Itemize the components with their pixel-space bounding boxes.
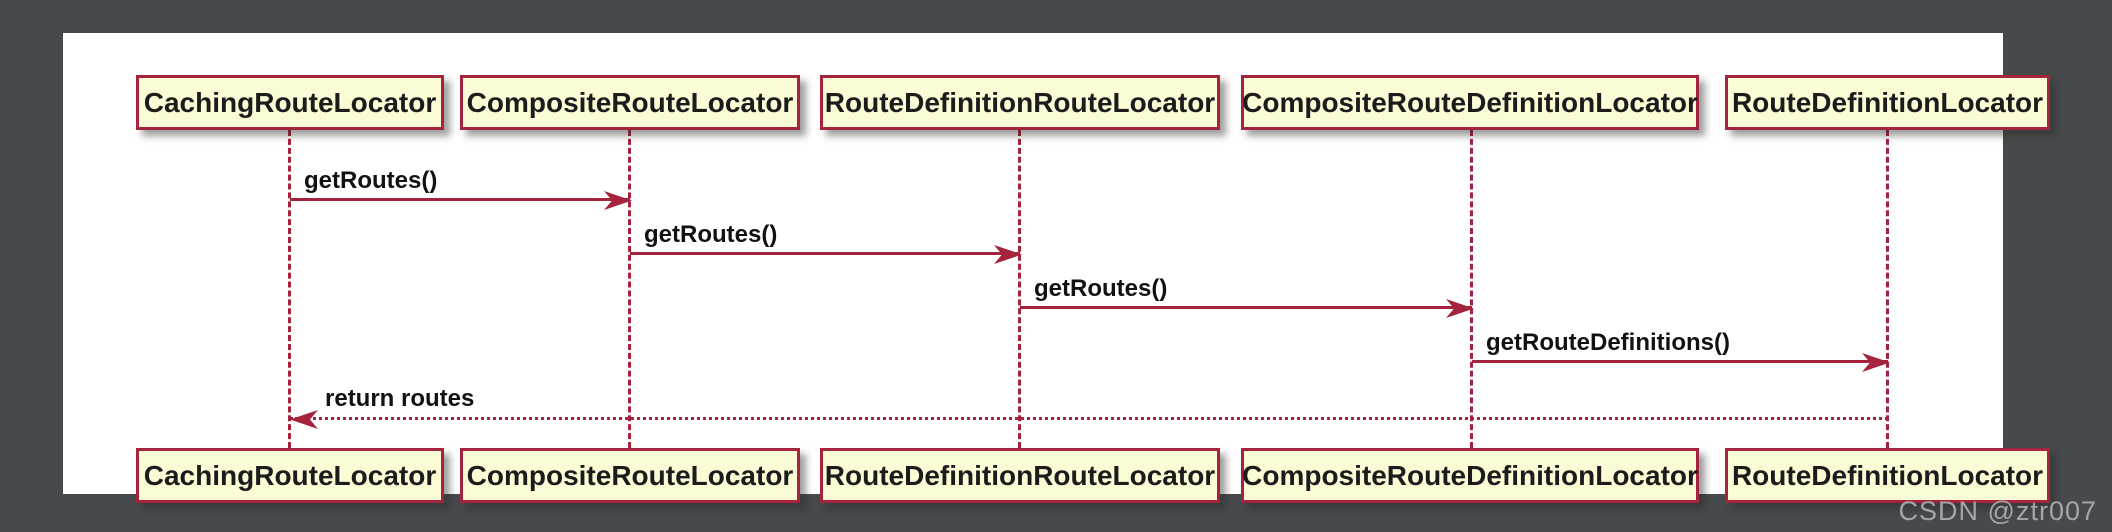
- lifeline-compositeroutedefinitionlocator: [1470, 130, 1473, 448]
- participant-box-top-compositeroutedefinitionlocator: CompositeRouteDefinitionLocator: [1241, 75, 1699, 130]
- lifeline-routedefinitionlocator: [1886, 130, 1889, 448]
- participant-box-bottom-routedefinitionroutelocator: RouteDefinitionRouteLocator: [820, 448, 1220, 503]
- csdn-watermark: CSDN @ztr007: [1898, 496, 2097, 526]
- participant-box-top-routedefinitionlocator: RouteDefinitionLocator: [1725, 75, 2050, 130]
- participant-box-top-cachingroutelocator: CachingRouteLocator: [136, 75, 444, 130]
- participant-box-top-routedefinitionroutelocator: RouteDefinitionRouteLocator: [820, 75, 1220, 130]
- message-line-getroutes-1: [290, 198, 630, 201]
- arrowhead-right-icon: [994, 245, 1022, 264]
- participant-box-bottom-routedefinitionlocator: RouteDefinitionLocator: [1725, 448, 2050, 503]
- arrowhead-right-icon: [604, 191, 632, 210]
- message-line-getroutes-3: [1020, 306, 1472, 309]
- message-line-return-routes: [290, 417, 1888, 420]
- lifeline-compositeroutelocator: [628, 130, 631, 448]
- message-line-getroutes-2: [630, 252, 1020, 255]
- message-label-getroutes-3: getRoutes(): [1034, 275, 1168, 302]
- participant-box-bottom-compositeroutelocator: CompositeRouteLocator: [460, 448, 800, 503]
- message-label-getroutes-1: getRoutes(): [304, 167, 438, 194]
- lifeline-cachingroutelocator: [288, 130, 291, 448]
- lifeline-routedefinitionroutelocator: [1018, 130, 1021, 448]
- message-label-return-routes: return routes: [325, 385, 475, 412]
- participant-box-bottom-cachingroutelocator: CachingRouteLocator: [136, 448, 444, 503]
- sequence-diagram-panel: CachingRouteLocator CompositeRouteLocato…: [63, 33, 2050, 503]
- arrowhead-right-icon: [1862, 353, 1890, 372]
- participant-box-bottom-compositeroutedefinitionlocator: CompositeRouteDefinitionLocator: [1241, 448, 1699, 503]
- arrowhead-left-icon: [290, 410, 318, 429]
- message-line-getroutedefinitions: [1472, 360, 1888, 363]
- participant-box-top-compositeroutelocator: CompositeRouteLocator: [460, 75, 800, 130]
- arrowhead-right-icon: [1446, 299, 1474, 318]
- message-label-getroutes-2: getRoutes(): [644, 221, 778, 248]
- message-label-getroutedefinitions: getRouteDefinitions(): [1486, 329, 1730, 356]
